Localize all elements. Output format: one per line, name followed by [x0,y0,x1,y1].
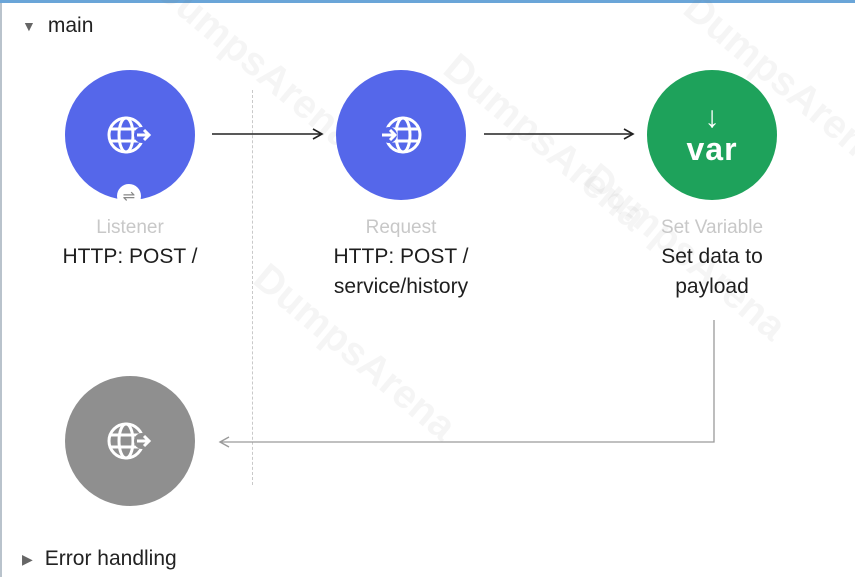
listener-description: HTTP: POST / [62,245,198,268]
request-label: Request HTTP: POST / service/history [301,214,501,302]
set-variable-node[interactable]: ↓ var [647,70,777,200]
main-flow-label: main [47,14,94,37]
request-description-line2: service/history [333,275,469,298]
collapse-triangle-icon[interactable]: ▼ [22,18,36,34]
set-variable-label: Set Variable Set data to payload [612,214,812,302]
source-connector-icon[interactable]: ⇌ [117,184,141,208]
set-variable-description-line2: payload [675,275,749,298]
http-globe-icon [107,422,152,460]
arrow-return-to-response [218,320,715,448]
request-node[interactable] [336,70,466,200]
http-globe-icon [107,116,152,154]
error-handling-header[interactable]: ▶ Error handling [22,547,177,571]
listener-label: Listener HTTP: POST / [30,214,230,272]
listener-node[interactable] [65,70,195,200]
source-divider [252,90,253,485]
main-flow-header[interactable]: ▼ main [22,14,93,38]
set-variable-type: Set Variable [660,217,764,238]
var-icon: ↓ var [686,101,738,167]
listener-type: Listener [96,217,164,238]
set-variable-description-line1: Set data to [661,245,763,268]
request-type: Request [365,217,437,238]
canvas-top-border [0,0,855,3]
http-globe-icon [381,116,422,154]
expand-triangle-icon[interactable]: ▶ [22,550,33,567]
down-arrow-icon: ↓ [704,101,720,134]
canvas-left-border [0,3,2,577]
response-node[interactable] [65,376,195,506]
request-description-line1: HTTP: POST / [333,245,469,268]
error-handling-label: Error handling [44,547,177,570]
var-icon-text: var [686,131,738,167]
